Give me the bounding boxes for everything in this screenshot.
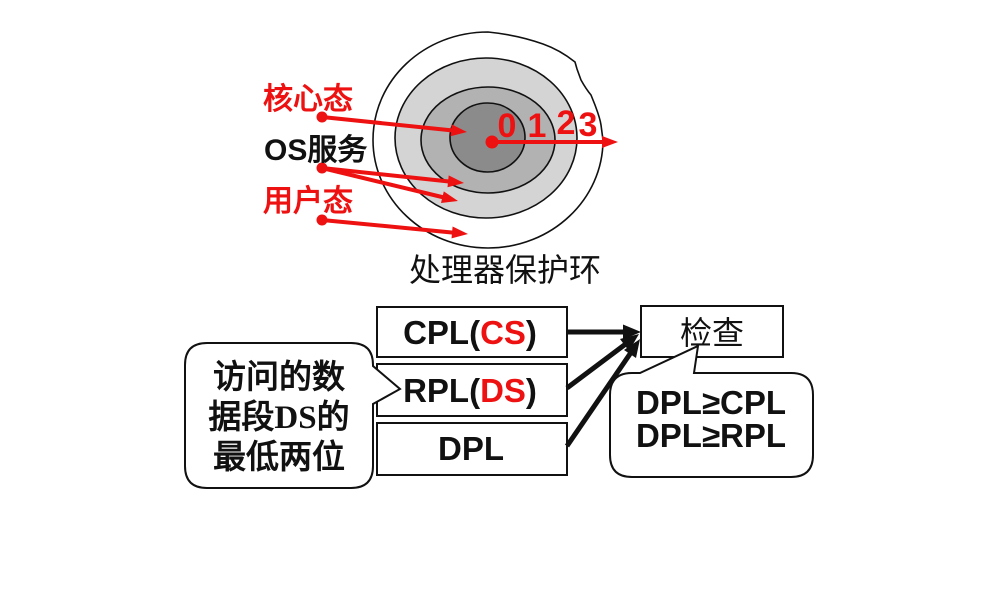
ds-callout-line-2: 据段DS的 bbox=[208, 398, 349, 436]
arrowhead-icon bbox=[624, 339, 640, 358]
user-mode-label: 用户态 bbox=[263, 185, 353, 218]
rpl-to-check-arrow bbox=[565, 334, 639, 390]
arrowhead-icon bbox=[602, 136, 618, 148]
arrowhead-icon bbox=[623, 324, 641, 340]
dpl-to-check-arrow bbox=[564, 339, 640, 448]
rpl-suffix: ) bbox=[526, 372, 537, 409]
ds-callout-line-3: 最低两位 bbox=[213, 438, 345, 476]
check-box bbox=[640, 305, 784, 358]
ds-callout-shape bbox=[184, 342, 402, 489]
os-services-label: OS服务 bbox=[264, 134, 367, 167]
ring-number-3: 3 bbox=[579, 106, 598, 144]
arrowhead-icon bbox=[620, 334, 639, 351]
user-mode-arrow bbox=[321, 218, 468, 239]
arrowhead-icon bbox=[447, 175, 464, 188]
rpl-highlight: DS bbox=[480, 372, 526, 409]
diagram-caption: 处理器保护环 bbox=[409, 252, 601, 288]
ring-center-axis-arrow bbox=[492, 136, 618, 148]
dpl-box-label: DPL bbox=[438, 430, 504, 467]
rpl-box bbox=[376, 363, 568, 417]
rpl-box-label: RPL(DS) bbox=[403, 372, 537, 409]
rule-callout-line-2: DPL≥RPL bbox=[636, 417, 786, 454]
protection-ring-diagram: 0 1 2 3 核心态 OS服务 用 bbox=[263, 31, 618, 288]
kernel-mode-arrow bbox=[321, 115, 467, 137]
dpl-box bbox=[376, 422, 568, 476]
ring-number-0: 0 bbox=[498, 107, 517, 145]
ring-number-2: 2 bbox=[557, 104, 576, 142]
os-services-arrow-ring1 bbox=[321, 166, 464, 188]
arrowhead-icon bbox=[450, 124, 467, 137]
arrowhead-icon bbox=[441, 191, 458, 203]
os-services-arrow-ring2 bbox=[321, 166, 458, 203]
cpl-highlight: CS bbox=[480, 314, 526, 351]
ds-callout-bubble: 访问的数 据段DS的 最低两位 bbox=[184, 342, 402, 489]
kernel-mode-label: 核心态 bbox=[263, 83, 353, 116]
arrowhead-icon bbox=[451, 226, 468, 239]
rule-callout-line-1: DPL≥CPL bbox=[636, 384, 786, 421]
cpl-box-label: CPL(CS) bbox=[403, 314, 537, 351]
cpl-box bbox=[376, 306, 568, 358]
ring-number-1: 1 bbox=[528, 107, 547, 145]
check-box-label: 检查 bbox=[680, 315, 744, 351]
ds-callout-line-1: 访问的数 bbox=[213, 359, 346, 396]
cpl-suffix: ) bbox=[526, 314, 537, 351]
privilege-check-flow: CPL(CS) RPL(DS) DPL 检查 访问的数 据段DS的 最低两位 D… bbox=[184, 305, 814, 489]
rule-callout-shape bbox=[609, 344, 814, 478]
rpl-prefix: RPL( bbox=[403, 372, 480, 409]
cpl-prefix: CPL( bbox=[403, 314, 480, 351]
cpl-to-check-arrow bbox=[567, 324, 641, 340]
rule-callout-bubble: DPL≥CPL DPL≥RPL bbox=[609, 344, 814, 478]
